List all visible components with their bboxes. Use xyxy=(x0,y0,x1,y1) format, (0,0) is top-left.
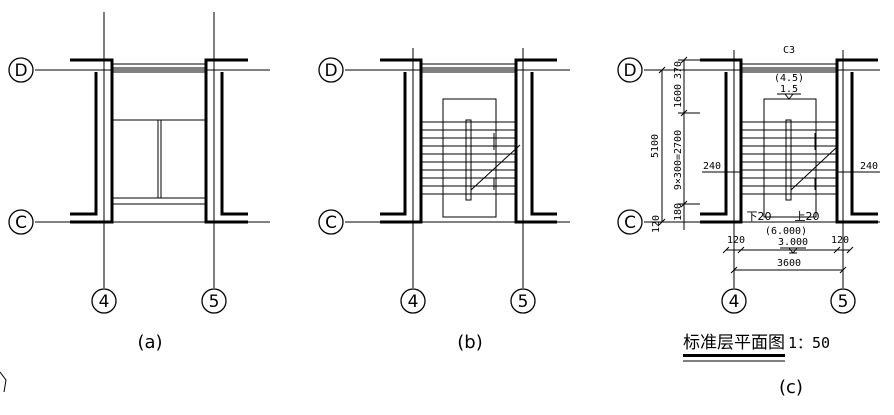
axis-label-c: C xyxy=(325,213,337,233)
dim-tick xyxy=(737,246,745,254)
landing-elevation: 1.5 xyxy=(780,84,798,95)
axis-bubble-5 xyxy=(510,288,536,314)
axis-bubble-d xyxy=(8,57,34,83)
up-label: 上20 xyxy=(795,210,820,223)
axis-bubble-c xyxy=(617,209,643,235)
landing-outline xyxy=(763,98,817,218)
break-line xyxy=(470,144,521,191)
dim-offset-left: 120 xyxy=(727,235,745,246)
axis-bubble-d xyxy=(617,57,643,83)
axis-label-c: C xyxy=(15,213,27,233)
axis-label-5: 5 xyxy=(209,292,220,312)
stair-treads xyxy=(741,121,837,195)
axis-bubble-5 xyxy=(830,288,856,314)
dim-tick xyxy=(680,109,688,117)
dim-tick xyxy=(730,266,738,274)
elevation-mark xyxy=(784,93,794,100)
axis-label-c: C xyxy=(624,213,636,233)
wall-left xyxy=(380,58,423,224)
axis-bubble-4 xyxy=(721,288,747,314)
dim-tick xyxy=(846,246,854,254)
dim-landing: 1600 xyxy=(673,84,684,108)
dim-tick xyxy=(680,56,688,64)
floor-elevation-paren: (6.000) xyxy=(765,226,807,237)
dim-tick xyxy=(722,246,730,254)
break-line xyxy=(790,145,839,191)
wall-right xyxy=(204,58,248,224)
caption-c: (c) xyxy=(779,377,803,398)
floor-elevation: 3.000 xyxy=(778,237,808,248)
axis-bubble-c xyxy=(8,209,34,235)
wall-right-inner xyxy=(530,72,557,216)
stair-opening xyxy=(111,119,207,199)
wall-right xyxy=(835,58,878,224)
panel-a: D C 4 5 (a) xyxy=(8,12,270,353)
dim-bottom-a: 180 xyxy=(673,203,684,221)
axis-label-d: D xyxy=(623,61,636,81)
panel-b: D C 4 5 (b) xyxy=(318,48,570,353)
axis-bubble-c xyxy=(318,209,344,235)
caption-b: (b) xyxy=(457,332,482,353)
dim-tick xyxy=(833,246,841,254)
dim-total: 5100 xyxy=(650,134,661,158)
axis-bubble-4 xyxy=(91,288,117,314)
axis-bubble-d xyxy=(318,57,344,83)
axis-label-5: 5 xyxy=(518,292,529,312)
handrail xyxy=(465,119,472,201)
title-underline xyxy=(683,354,785,357)
drawing-scale: 1：50 xyxy=(788,334,830,352)
dim-offset-right: 120 xyxy=(831,235,849,246)
wall-left xyxy=(70,58,114,224)
landing-outline xyxy=(442,98,497,218)
dim-axes: 3600 xyxy=(777,258,801,269)
axis-label-4: 4 xyxy=(729,292,740,312)
caption-a: (a) xyxy=(137,332,162,353)
axis-label-d: D xyxy=(14,61,27,81)
dim-tick xyxy=(658,218,666,226)
wall-left-inner xyxy=(70,72,98,216)
handrail xyxy=(785,119,792,201)
wall-left-inner xyxy=(380,72,407,216)
wall-left xyxy=(700,58,743,224)
axis-label-5: 5 xyxy=(838,292,849,312)
wall-right-inner xyxy=(850,72,878,216)
dim-bottom-b: 120 xyxy=(651,215,662,233)
corner-mark xyxy=(0,371,7,393)
window-label: C3 xyxy=(783,45,795,56)
wall-right xyxy=(514,58,557,224)
dim-tick xyxy=(658,66,666,74)
drawing-title: 标准层平面图 xyxy=(683,333,785,353)
wall-left-inner xyxy=(700,72,728,216)
dim-tick xyxy=(680,200,688,208)
axis-bubble-4 xyxy=(400,288,426,314)
stair-treads xyxy=(421,121,516,195)
axis-label-4: 4 xyxy=(99,292,110,312)
axis-label-d: D xyxy=(324,61,337,81)
landing-elevation-paren: (4.5) xyxy=(774,73,804,84)
wall-thickness-left: 240 xyxy=(703,161,721,172)
wall-thickness-right: 240 xyxy=(860,161,878,172)
axis-bubble-5 xyxy=(201,288,227,314)
dim-top: 370 xyxy=(673,61,684,79)
dim-flight: 9×300=2700 xyxy=(673,130,684,190)
axis-label-4: 4 xyxy=(408,292,419,312)
wall-right-inner xyxy=(220,72,248,216)
dim-tick xyxy=(839,266,847,274)
down-label: 下20 xyxy=(747,210,772,223)
panel-c: D C 4 5 C3 (4.5) 1.5 下20 上20 (6.000) 3.0… xyxy=(617,45,880,398)
